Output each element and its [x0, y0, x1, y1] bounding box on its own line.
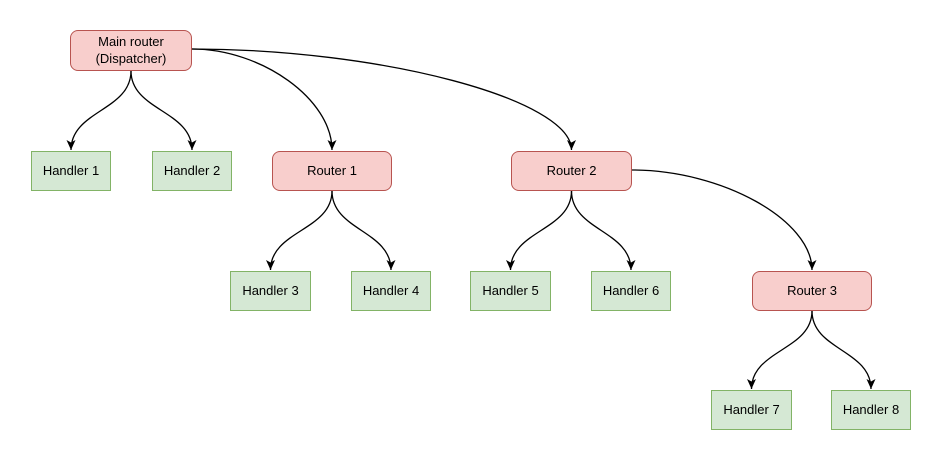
node-label: Router 2 [546, 162, 597, 178]
edge-main-router-to-handler-1 [66, 70, 132, 151]
edge-router-2-to-router-3 [631, 169, 817, 271]
edge-router-3-to-handler-7 [747, 310, 813, 390]
node-label: Handler 5 [482, 282, 539, 298]
node-label: Router 1 [307, 162, 357, 178]
node-label: Handler 7 [723, 401, 780, 417]
edge-main-router-to-handler-2 [130, 70, 197, 151]
edge-router-3-to-handler-8 [811, 310, 876, 390]
node-label: Handler 8 [842, 401, 900, 417]
node-router-3: Router 3 [752, 271, 872, 311]
node-main-router: Main router (Dispatcher) [70, 30, 192, 71]
node-router-2: Router 2 [511, 151, 632, 191]
node-label: Handler 2 [163, 162, 221, 178]
node-handler-1: Handler 1 [31, 151, 111, 191]
edge-router-2-to-handler-5 [506, 190, 573, 271]
edge-router-2-to-handler-6 [570, 190, 636, 271]
node-handler-2: Handler 2 [152, 151, 232, 191]
node-handler-6: Handler 6 [591, 271, 671, 311]
node-label: Handler 4 [362, 282, 420, 298]
edge-main-router-to-router-2 [191, 48, 576, 151]
node-handler-5: Handler 5 [470, 271, 551, 311]
node-label: Handler 3 [242, 282, 299, 298]
edge-router-1-to-handler-3 [266, 190, 333, 271]
node-router-1: Router 1 [272, 151, 392, 191]
node-handler-8: Handler 8 [831, 390, 911, 430]
node-handler-4: Handler 4 [351, 271, 431, 311]
node-label: Handler 6 [602, 282, 660, 298]
edge-main-router-to-router-1 [191, 48, 337, 151]
node-handler-7: Handler 7 [711, 390, 792, 430]
node-label: Handler 1 [42, 162, 100, 178]
node-label: Main router (Dispatcher) [95, 34, 167, 66]
node-label: Router 3 [787, 282, 837, 298]
node-handler-3: Handler 3 [230, 271, 311, 311]
edge-router-1-to-handler-4 [331, 190, 396, 271]
